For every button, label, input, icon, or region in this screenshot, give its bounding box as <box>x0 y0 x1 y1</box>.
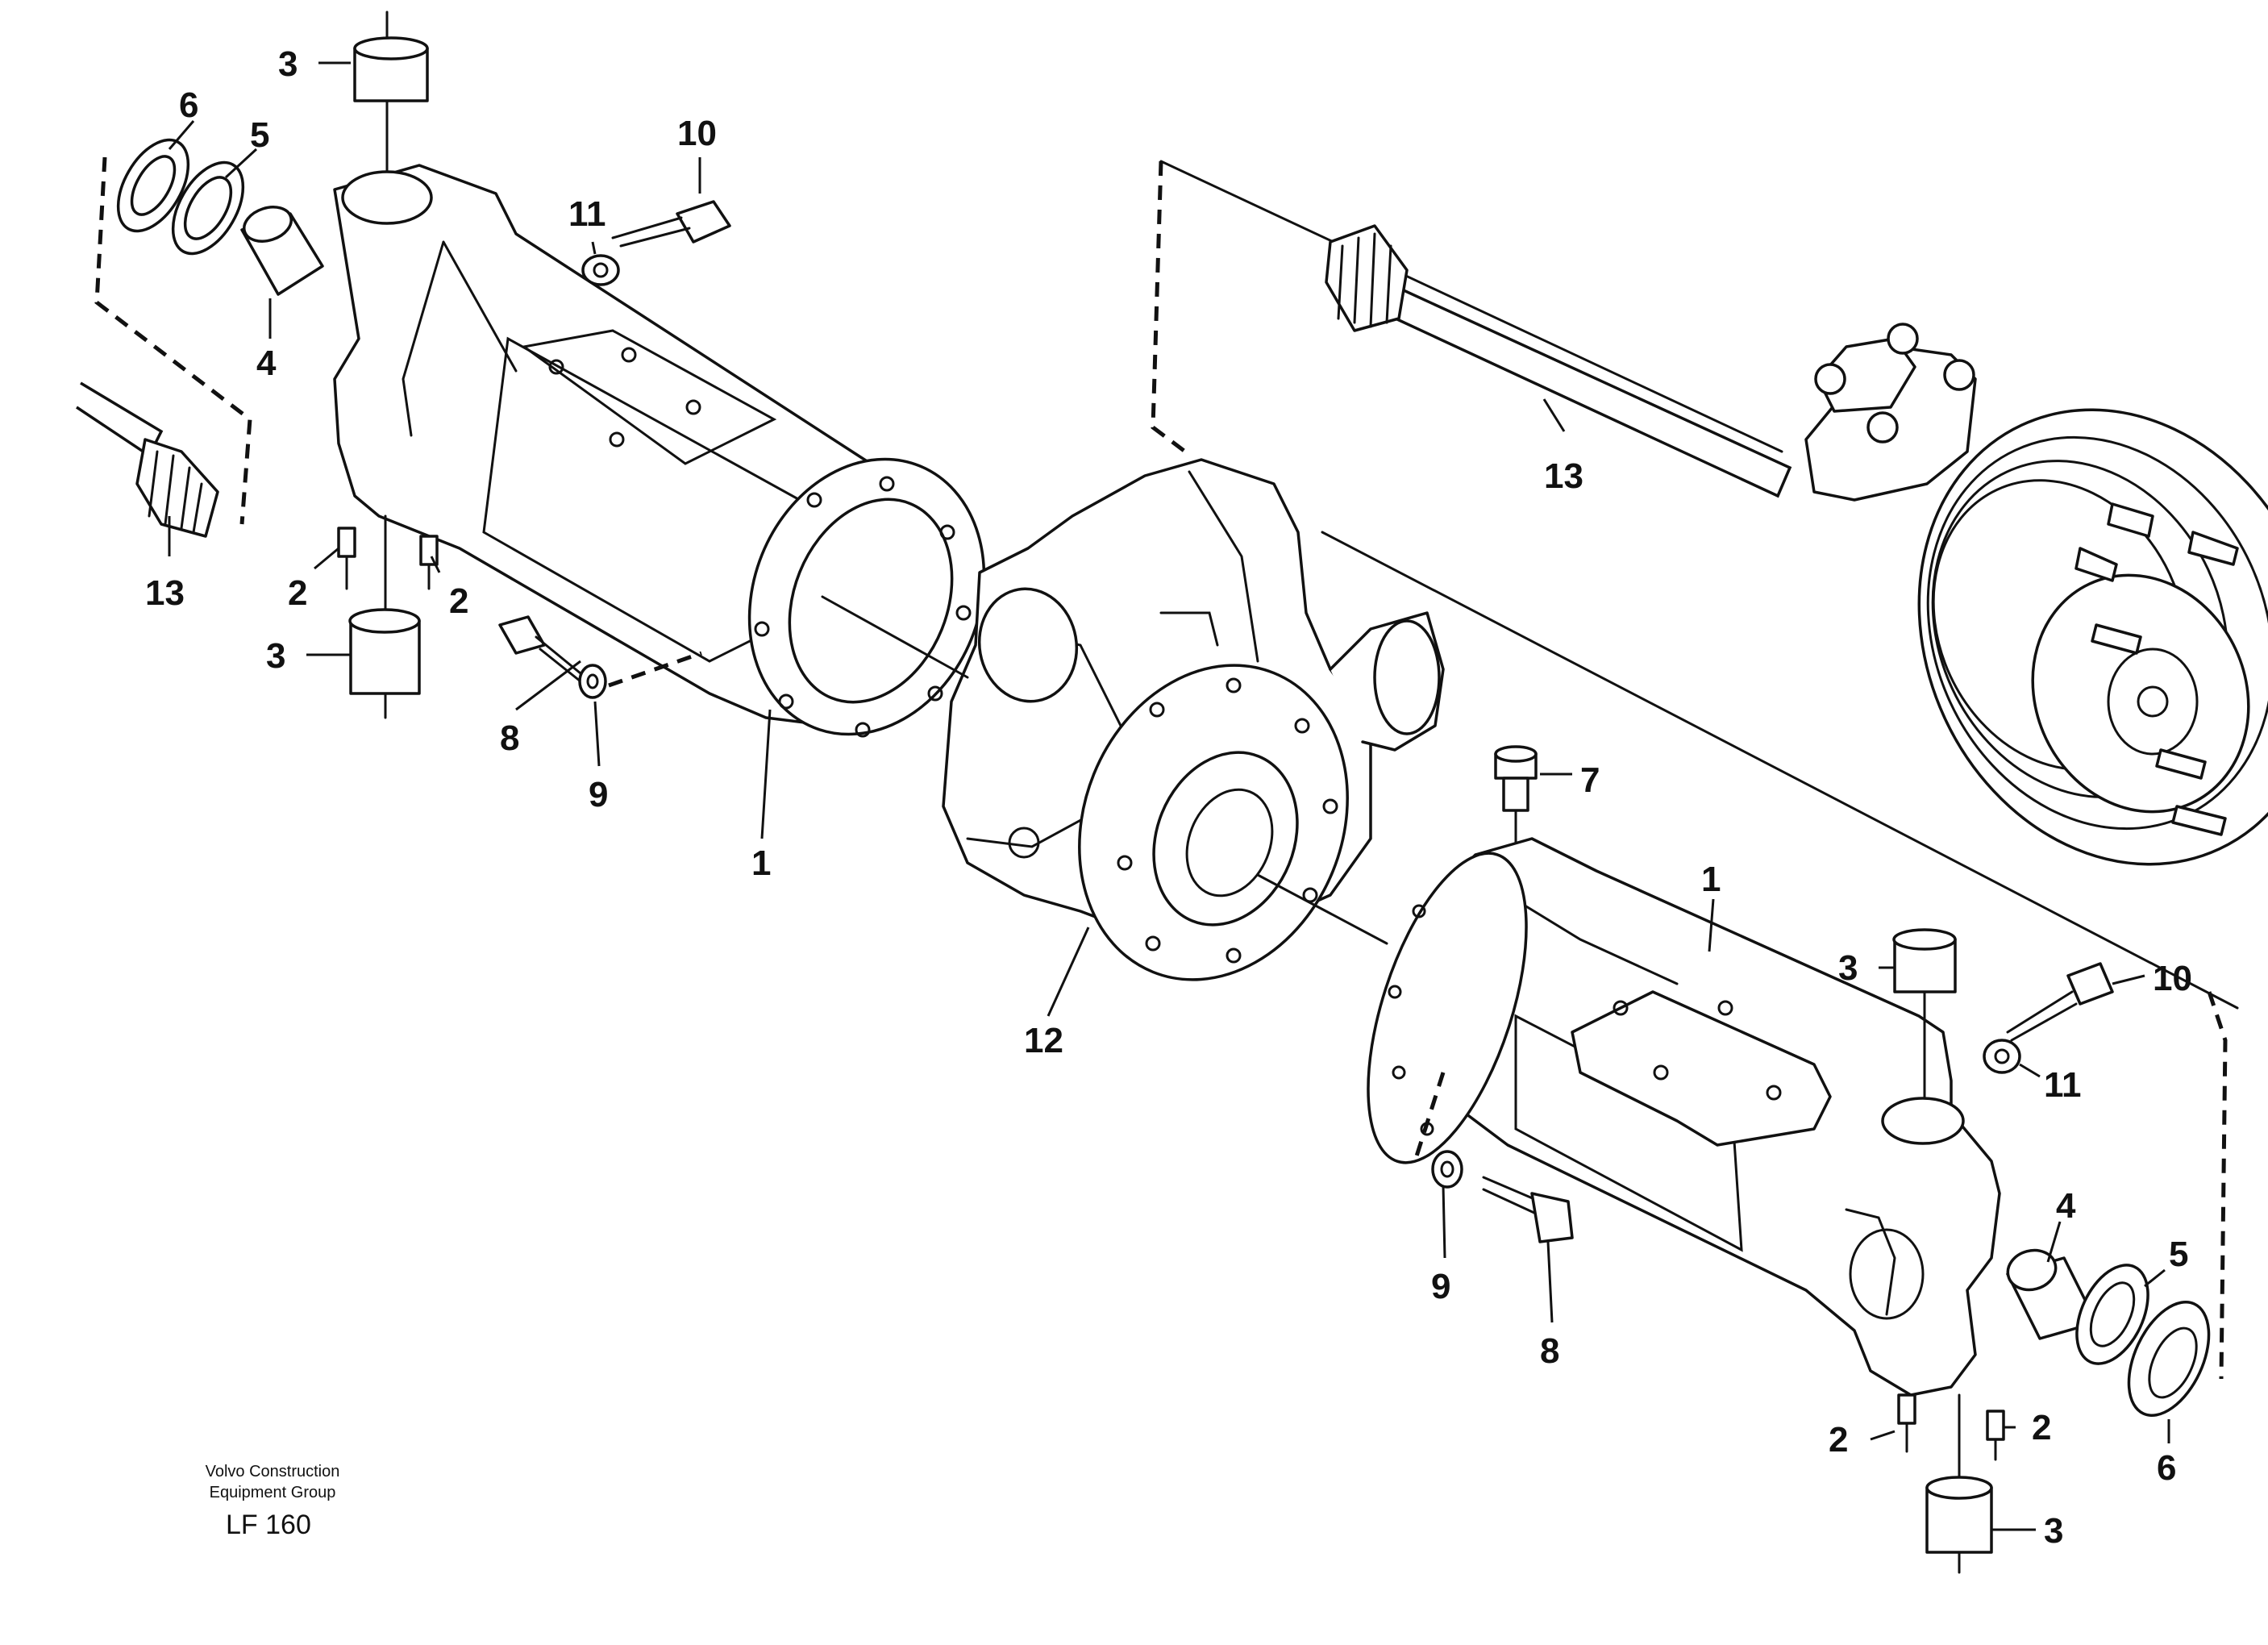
callout-1-right: 1 <box>1701 860 1721 899</box>
dashed-connection-right-lower <box>2207 991 2228 1380</box>
callout-10-left: 10 <box>677 114 717 153</box>
callout-9-right: 9 <box>1431 1267 1450 1306</box>
credit-line-2: Equipment Group <box>210 1484 336 1501</box>
seal-ring-left <box>116 138 190 233</box>
bushing-top-left <box>353 10 429 179</box>
nut-upper-right <box>1983 1039 2021 1074</box>
callout-9-left: 9 <box>589 775 608 814</box>
callout-5-right: 5 <box>2169 1235 2188 1274</box>
callout-13-right: 13 <box>1544 456 1583 496</box>
callout-10-right: 10 <box>2153 959 2192 998</box>
bushing-upper-right <box>1892 928 1957 1098</box>
bolt-upper-left <box>611 200 731 248</box>
breather-plug <box>1494 745 1538 889</box>
dashed-connection-right <box>1151 160 1187 453</box>
bushing-lower-left <box>348 514 421 719</box>
callout-7: 7 <box>1580 760 1600 800</box>
wheel-hub-assembly <box>1804 323 2268 866</box>
callout-6-right: 6 <box>2157 1448 2176 1488</box>
dashed-connection-left <box>94 156 252 525</box>
callout-2-left-a: 2 <box>288 573 307 613</box>
callout-5-left: 5 <box>250 115 269 155</box>
credit-line-1: Volvo Construction <box>206 1463 340 1480</box>
pin-right-b <box>1986 1410 2005 1461</box>
figure-code: LF 160 <box>226 1510 311 1540</box>
callout-8-left: 8 <box>500 718 519 758</box>
housing-flange-left <box>747 457 986 738</box>
long-axis-line-right <box>1159 160 2239 1010</box>
axle-housing-right <box>1417 837 2001 1397</box>
callout-11-left: 11 <box>568 194 606 234</box>
dashed-connection-bolt-left <box>608 651 702 688</box>
callout-8-right: 8 <box>1540 1331 1559 1371</box>
dashed-connection-bolt-right <box>1413 1072 1446 1162</box>
callout-3-top-left: 3 <box>278 44 298 84</box>
washer-lower-left <box>578 664 607 699</box>
callout-6-left: 6 <box>179 85 198 125</box>
callout-11-right: 11 <box>2044 1065 2082 1105</box>
drive-shaft-right <box>1325 224 1792 498</box>
pinion-flange <box>1329 611 1445 752</box>
washer-lower-right <box>1431 1150 1463 1189</box>
leader-lines <box>168 61 2170 1531</box>
callout-4-left: 4 <box>256 344 277 383</box>
nut-upper-left <box>581 254 620 286</box>
bolt-upper-right <box>2006 962 2114 1042</box>
bearing-left <box>171 160 245 256</box>
seal-ring-right <box>2127 1300 2211 1418</box>
sleeve-left <box>240 206 324 296</box>
callout-1-left: 1 <box>751 843 771 883</box>
bolt-lower-left <box>498 615 582 683</box>
bushing-lower-right <box>1925 1393 1993 1574</box>
callout-12: 12 <box>1024 1021 1063 1060</box>
callout-13-left: 13 <box>145 573 185 613</box>
pin-left-a <box>337 527 356 590</box>
callout-3-lower-left: 3 <box>266 636 285 676</box>
assembly-axis-line <box>821 595 1388 945</box>
pin-right-a <box>1897 1393 1916 1453</box>
callout-2-right-a: 2 <box>1829 1420 1848 1460</box>
bearing-right <box>2075 1264 2149 1365</box>
drive-shaft-left <box>76 381 219 538</box>
publisher-credit: Volvo Construction Equipment Group LF 16… <box>206 1463 340 1540</box>
callout-labels: 3 6 5 10 11 4 13 2 2 3 8 9 1 13 7 12 1 3… <box>145 44 2192 1551</box>
callout-3-upper-right: 3 <box>1838 948 1858 988</box>
callout-2-right-b: 2 <box>2032 1408 2051 1447</box>
callout-3-lower-right: 3 <box>2044 1511 2063 1551</box>
bolt-lower-right <box>1482 1176 1574 1243</box>
carrier-flange-face <box>1078 664 1349 981</box>
callout-2-left-b: 2 <box>449 581 468 621</box>
callout-4-right: 4 <box>2056 1186 2076 1226</box>
